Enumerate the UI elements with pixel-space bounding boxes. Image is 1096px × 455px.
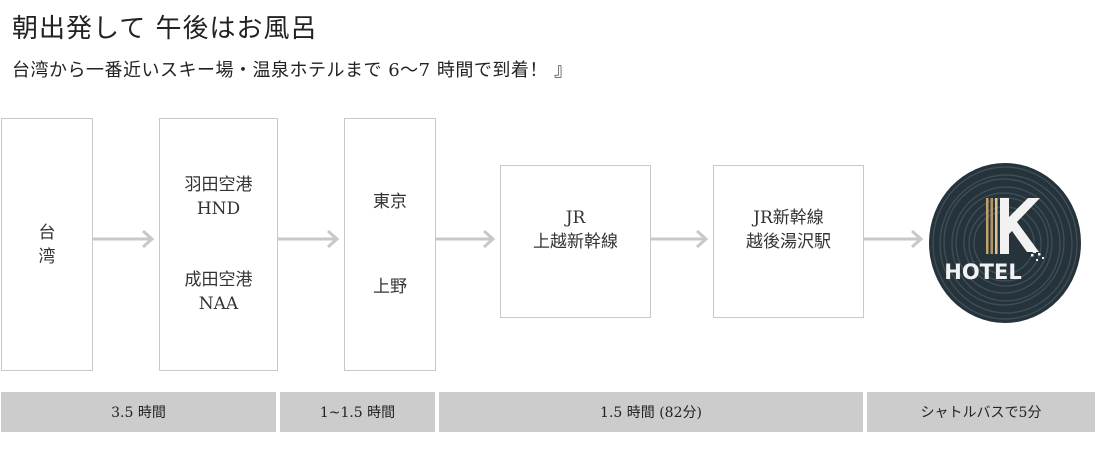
arrow-right-icon <box>93 229 155 249</box>
ueno-station: 上野 <box>373 277 407 298</box>
arrow-right-icon <box>864 229 924 249</box>
shinkansen-box: JR 上越新幹線 <box>500 165 651 318</box>
arrow-right-icon <box>278 229 340 249</box>
shinkansen-line2: 上越新幹線 <box>533 232 618 252</box>
haneda-name: 羽田空港 <box>184 174 253 195</box>
haneda-code: HND <box>196 198 241 219</box>
duration-bar-flight: 3.5 時間 <box>1 392 276 432</box>
airports-box: 羽田空港 HND 成田空港 NAA <box>159 118 278 371</box>
destination-line1: JR新幹線 <box>753 208 824 228</box>
narita-name: 成田空港 <box>184 270 253 291</box>
hotel-logo: HOTEL <box>929 163 1081 323</box>
stations-box: 東京 上野 <box>344 118 436 371</box>
duration-bar-shuttle: シャトルバスで5分 <box>867 392 1095 432</box>
logo-k-mark <box>986 198 1044 261</box>
destination-station-box: JR新幹線 越後湯沢駅 <box>713 165 864 318</box>
arrow-right-icon <box>436 229 496 249</box>
logo-text: HOTEL <box>944 260 1021 284</box>
duration-bar-shinkansen: 1.5 時間 (82分) <box>439 392 863 432</box>
taiwan-box: 台 湾 <box>1 118 93 371</box>
tokyo-station: 東京 <box>373 191 407 212</box>
duration-bar-transfer: 1~1.5 時間 <box>280 392 435 432</box>
shinkansen-line1: JR <box>565 208 586 228</box>
narita-airport: 成田空港 NAA <box>185 268 253 316</box>
taiwan-label-line2: 湾 <box>38 246 56 267</box>
page-subtitle: 台湾から一番近いスキー場・温泉ホテルまで 6〜7 時間で到着！ 』 <box>12 60 573 81</box>
arrow-right-icon <box>651 229 709 249</box>
haneda-airport: 羽田空港 HND <box>185 173 253 221</box>
taiwan-label-line1: 台 <box>38 222 56 243</box>
narita-code: NAA <box>198 294 239 315</box>
page-title: 朝出発して 午後はお風呂 <box>12 14 318 44</box>
destination-line2: 越後湯沢駅 <box>746 232 831 252</box>
